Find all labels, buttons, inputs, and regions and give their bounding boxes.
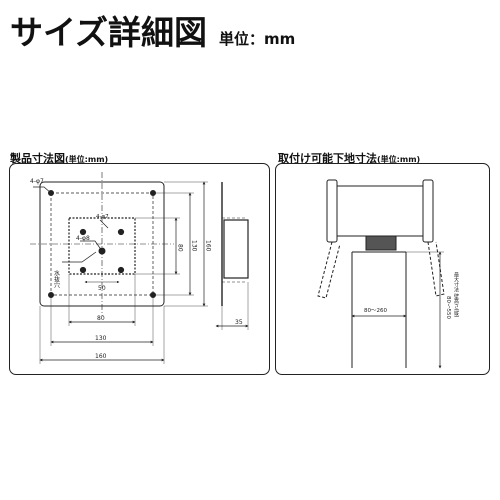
label-water: 水抜穴 xyxy=(53,269,60,289)
label-dim-130: 130 xyxy=(95,335,107,342)
product-front-view xyxy=(30,172,208,364)
leg-right xyxy=(427,241,445,297)
mounting-base-panel xyxy=(275,163,490,375)
leader-hole-small xyxy=(99,219,109,229)
leader-hole-top xyxy=(33,186,52,194)
label-dim-50: 50 xyxy=(98,285,106,292)
right-panel-title: 取付け可能下地寸法(単位:mm) xyxy=(278,152,421,165)
label-hole-top: 4-φ7 xyxy=(30,178,44,185)
side-body xyxy=(223,219,249,279)
label-dim-v160: 160 xyxy=(205,240,212,252)
label-dim-35: 35 xyxy=(235,319,243,326)
device-cap-left xyxy=(326,179,338,243)
left-panel-title: 製品寸法図(単位:mm) xyxy=(10,152,109,165)
product-side-view xyxy=(215,182,249,330)
product-dimensions-panel xyxy=(9,163,270,375)
leader-water xyxy=(62,251,97,263)
label-range-height: 80～550 xyxy=(445,296,451,319)
header: サイズ詳細図 単位：mm xyxy=(10,6,296,52)
inner-hole xyxy=(79,266,87,274)
mounting-diagram xyxy=(317,179,445,369)
page-title: サイズ詳細図 xyxy=(10,13,208,52)
leader-hole-mid xyxy=(80,240,103,252)
label-dim-v80: 80 xyxy=(177,244,184,252)
label-range-note: 最大寸法 壁高さ(縦) xyxy=(453,271,459,317)
device-body xyxy=(336,185,424,237)
label-dim-v130: 130 xyxy=(191,240,198,252)
inner-hole xyxy=(79,228,87,236)
label-hole-small: 4-φ7 xyxy=(96,214,109,220)
mount-square-130 xyxy=(50,192,154,296)
inner-hole xyxy=(117,266,125,274)
inner-hole xyxy=(117,228,125,236)
unit-label: 単位：mm xyxy=(219,30,296,48)
leg-left xyxy=(317,241,341,299)
label-dim-160: 160 xyxy=(95,353,107,360)
device-mount xyxy=(365,235,397,251)
label-range-width: 80～260 xyxy=(364,308,387,314)
label-hole-mid: 4-φ8 xyxy=(76,235,90,242)
label-dim-80: 80 xyxy=(97,315,105,322)
body-square-80 xyxy=(68,217,136,275)
device-cap-right xyxy=(422,179,434,243)
